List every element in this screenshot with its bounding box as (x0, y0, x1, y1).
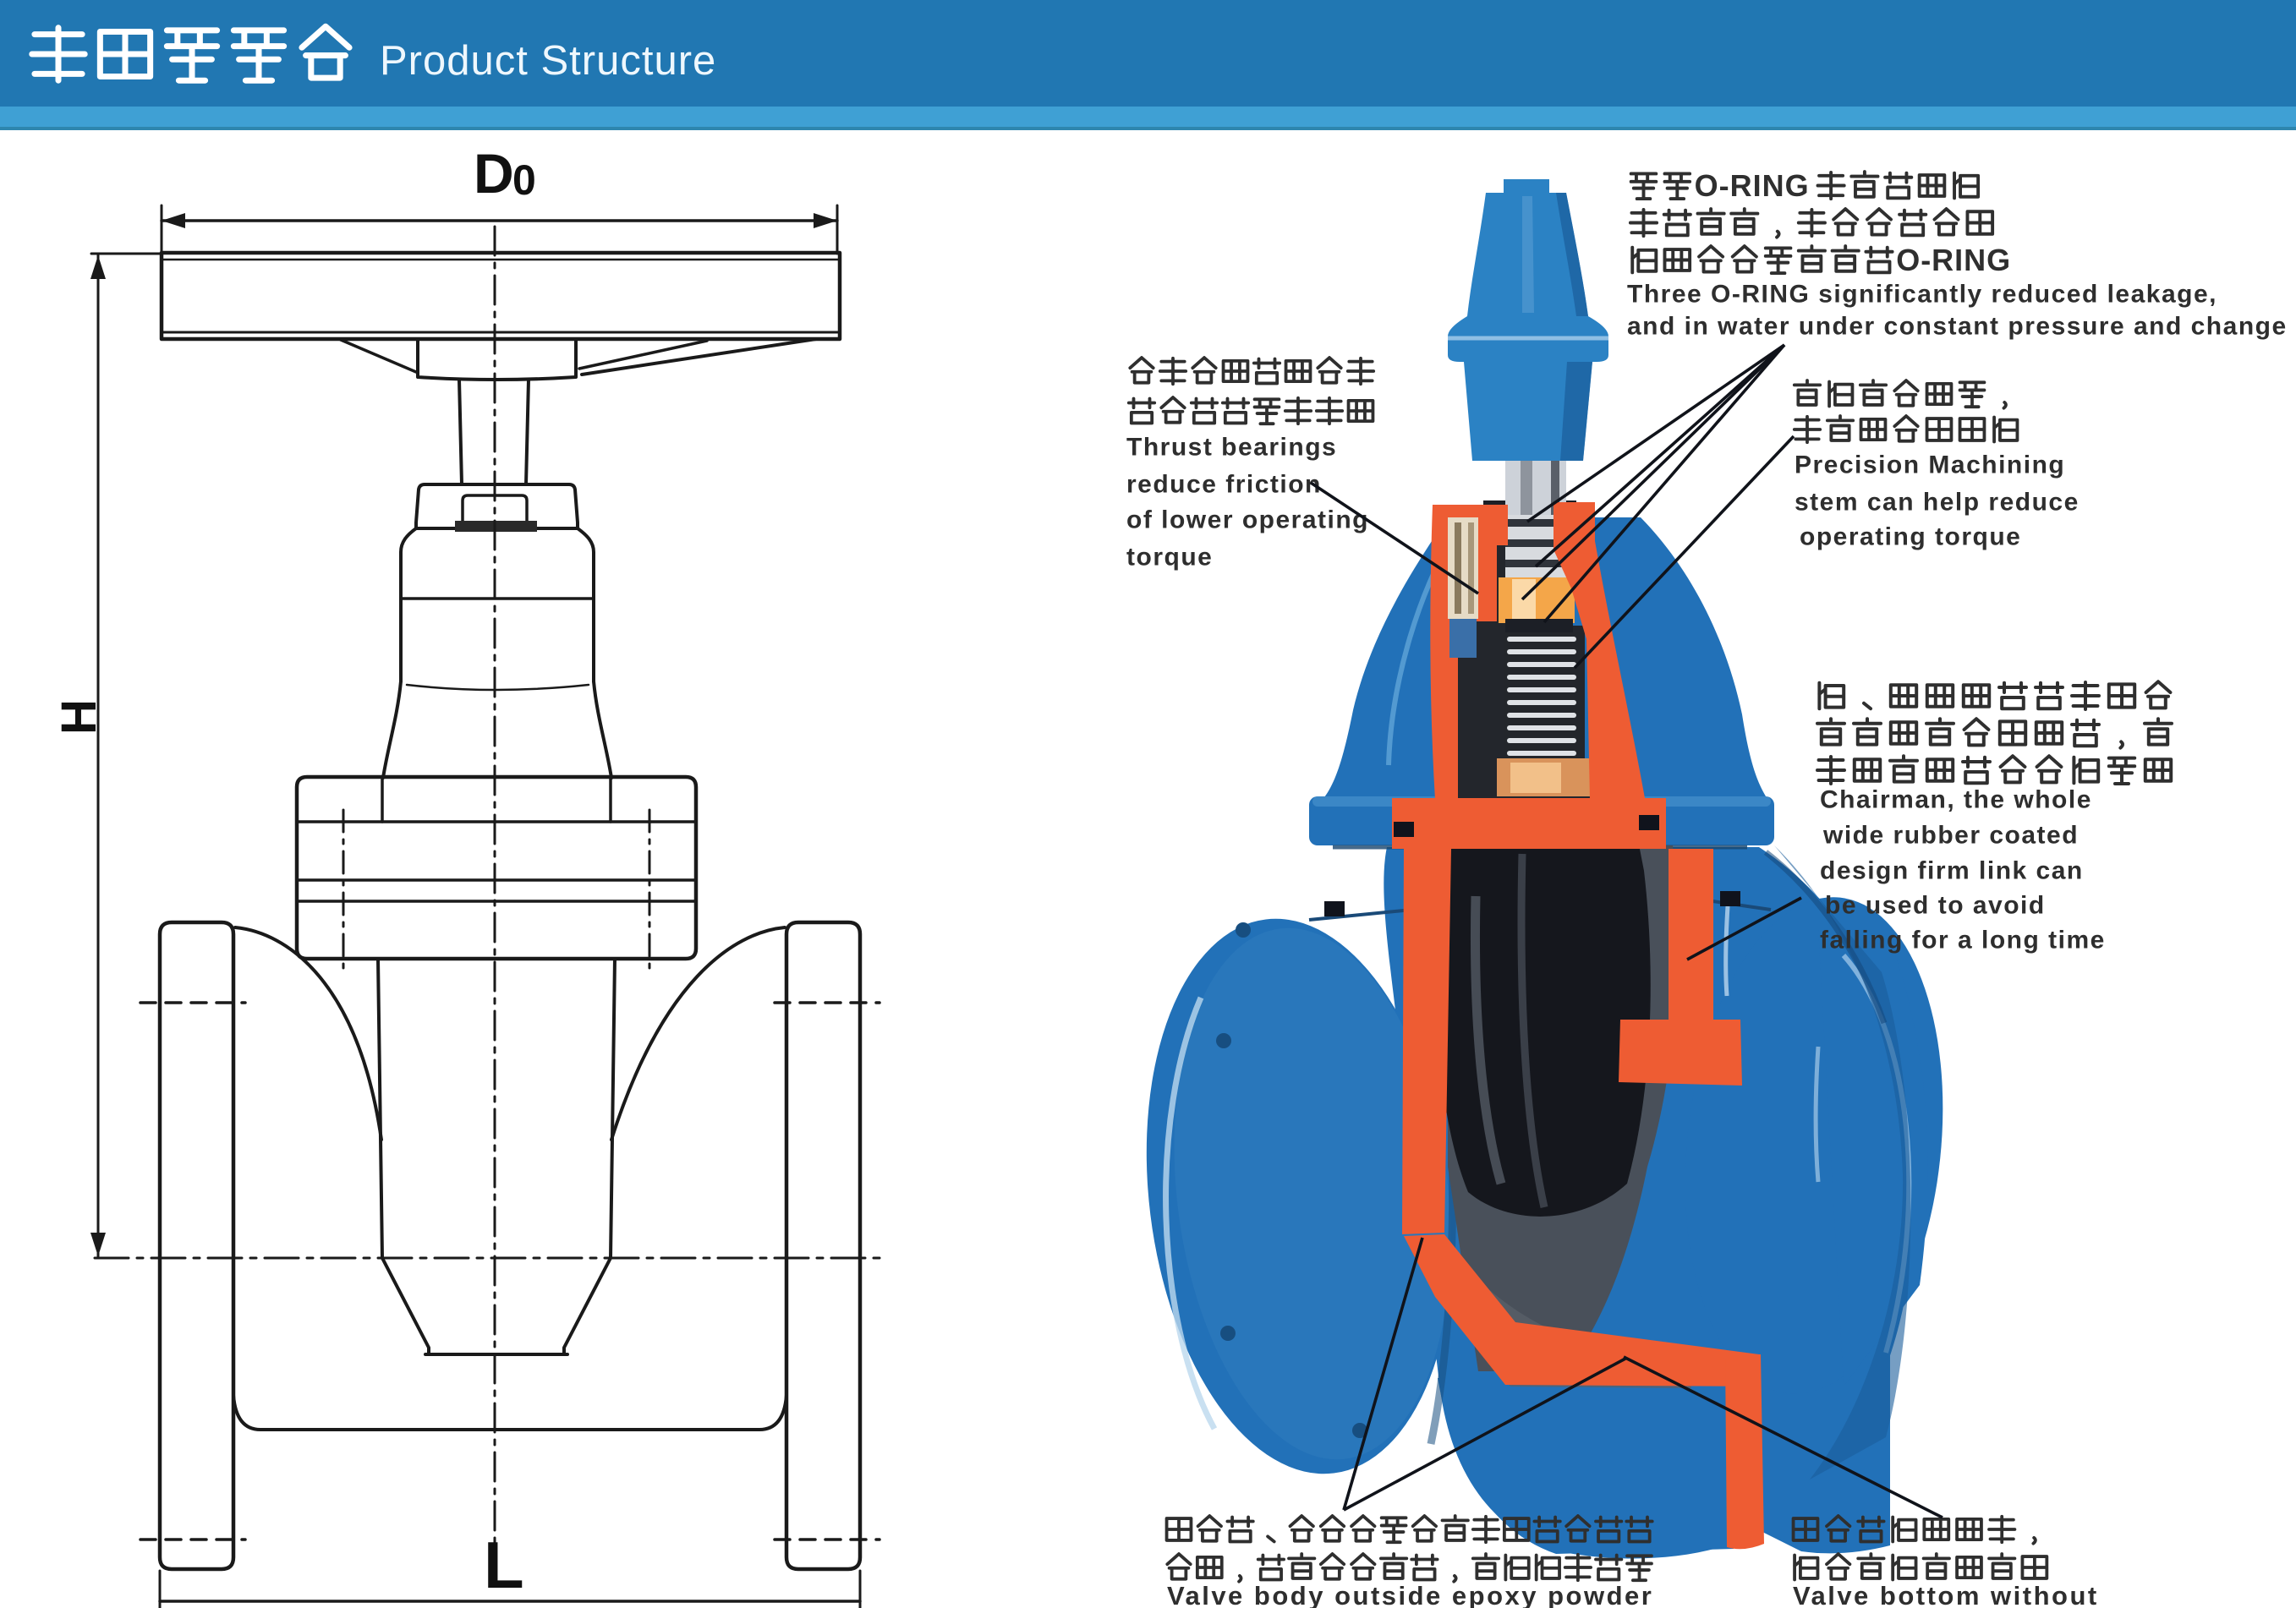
svg-text:0: 0 (512, 156, 536, 204)
svg-text:of lower operating: of lower operating (1126, 506, 1369, 533)
svg-text:design firm link can: design firm link can (1820, 856, 2084, 884)
svg-text:stem can help reduce: stem can help reduce (1795, 488, 2080, 516)
svg-text:Precision Machining: Precision Machining (1795, 451, 2065, 479)
svg-text:Chairman, the whole: Chairman, the whole (1820, 785, 2092, 813)
svg-text:Product Structure: Product Structure (380, 38, 716, 84)
svg-text:H: H (52, 699, 107, 735)
svg-text:and in water under constant pr: and in water under constant pressure and… (1627, 312, 2288, 340)
svg-text:torque: torque (1126, 543, 1213, 571)
svg-text:Valve bottom without: Valve bottom without (1793, 1581, 2099, 1608)
svg-text:operating torque: operating torque (1800, 522, 2021, 550)
svg-text:wide rubber coated: wide rubber coated (1822, 821, 2079, 849)
svg-text:falling for a long time: falling for a long time (1820, 926, 2106, 954)
svg-text:Valve body outside epoxy powde: Valve body outside epoxy powder (1167, 1581, 1653, 1608)
svg-text:L: L (484, 1528, 524, 1602)
svg-text:O-RING: O-RING (1896, 243, 2011, 277)
svg-text:Thrust bearings: Thrust bearings (1126, 433, 1337, 461)
svg-text:be used to avoid: be used to avoid (1825, 891, 2046, 919)
svg-text:D: D (474, 142, 514, 205)
svg-text:Three O-RING significantly red: Three O-RING significantly reduced leaka… (1627, 280, 2217, 308)
svg-text:reduce friction: reduce friction (1126, 470, 1322, 498)
svg-text:O-RING: O-RING (1695, 168, 1810, 203)
